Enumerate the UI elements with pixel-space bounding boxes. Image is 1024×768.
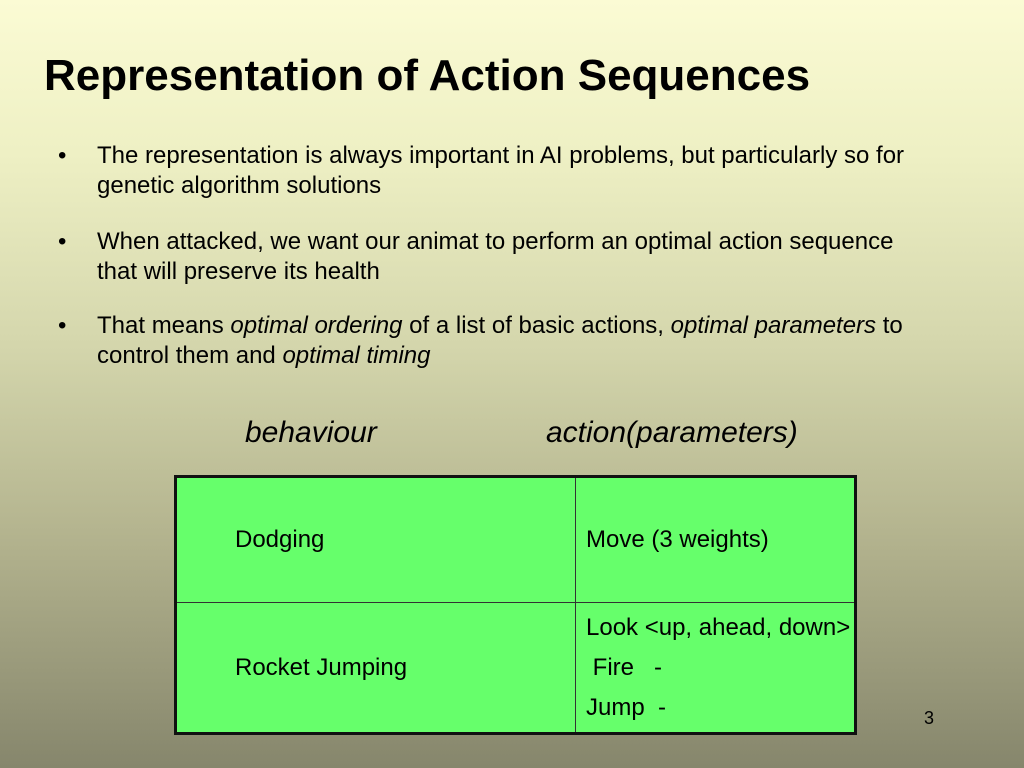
action-line: Jump - [586,693,667,721]
bullet-text: When attacked, we want our animat to per… [97,228,894,285]
behaviour-cell: Dodging [175,476,576,603]
bullet-text-segment: That means [97,312,231,339]
table-row: Dodging Move (3 weights) [175,476,856,603]
bullet-text-segment: to control them and [97,312,903,369]
bullet-item: • The representation is always important… [58,141,938,201]
behaviour-action-table: Dodging Move (3 weights) Rocket Jumping … [174,475,857,735]
action-line: Look <up, ahead, down> [586,613,851,641]
slide-title: Representation of Action Sequences [44,51,811,100]
action-cell: Move (3 weights) [575,476,856,603]
bullet-list: • The representation is always important… [58,141,938,371]
action-cell: Look <up, ahead, down> Fire - Jump - [575,602,856,734]
behaviour-cell: Rocket Jumping [175,602,576,734]
bullet-text: The representation is always important i… [97,142,905,199]
action-line: Fire - [586,653,662,681]
bullet-dot-icon: • [58,228,67,255]
behaviour-column-heading: behaviour [245,416,377,449]
emphasis-optimal-timing: optimal timing [282,342,431,369]
emphasis-optimal-parameters: optimal parameters [670,312,877,339]
table-row: Rocket Jumping Look <up, ahead, down> Fi… [175,602,856,734]
bullet-item: • That means optimal ordering of a list … [58,311,938,371]
bullet-dot-icon: • [58,312,67,339]
bullet-text-segment: of a list of basic actions, [402,312,671,339]
bullet-dot-icon: • [58,142,67,169]
action-column-heading: action(parameters) [546,416,798,449]
bullet-item: • When attacked, we want our animat to p… [58,227,938,287]
action-line: Move (3 weights) [586,526,769,553]
behaviour-label: Dodging [235,526,325,553]
behaviour-label: Rocket Jumping [235,653,408,681]
page-number: 3 [924,708,935,728]
emphasis-optimal-ordering: optimal ordering [230,312,403,339]
bullet-text: That means optimal ordering of a list of… [97,312,903,369]
